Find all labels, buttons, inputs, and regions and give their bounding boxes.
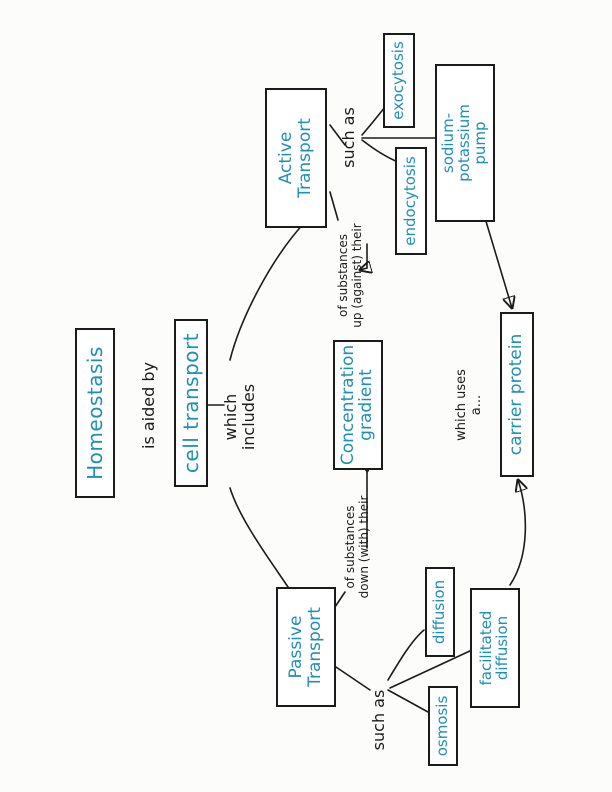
node-facilitated-diffusion-label: facilitated diffusion: [477, 610, 511, 686]
node-osmosis: osmosis: [428, 686, 458, 766]
node-concentration-gradient-label: Concentration gradient: [338, 344, 376, 466]
link-down-with: of substances down (with) their: [343, 488, 376, 606]
link-down-with-text: of substances down (with) their: [343, 495, 371, 599]
line-pump-to-carrier: [484, 217, 512, 308]
line-suchas-to-facilitated: [389, 649, 473, 689]
line-suchas-to-osmosis: [387, 689, 429, 713]
node-osmosis-label: osmosis: [433, 695, 452, 757]
node-cell-transport: cell transport: [174, 319, 208, 487]
link-which-includes-text: which includes: [221, 383, 259, 451]
link-up-against: of substances up (against) their: [336, 218, 369, 333]
line-facilitated-to-carrier: [509, 480, 525, 586]
line-active-to-gradient-label: [329, 191, 339, 221]
link-such-as-active-text: such as: [339, 107, 358, 168]
node-carrier-protein-label: carrier protein: [506, 333, 527, 456]
link-is-aided-by: is aided by: [139, 353, 164, 458]
node-concentration-gradient: Concentration gradient: [333, 340, 383, 470]
node-diffusion-label: diffusion: [430, 579, 449, 645]
node-homeostasis-label: Homeostasis: [82, 346, 107, 480]
link-is-aided-by-text: is aided by: [139, 362, 158, 449]
line-passive-to-suchas: [332, 664, 371, 691]
line-suchas-to-endo: [361, 139, 399, 163]
link-which-includes: which includes: [221, 362, 266, 472]
line-active-to-suchas: [329, 124, 346, 146]
node-exocytosis-label: exocytosis: [389, 41, 408, 120]
link-up-against-text: of substances up (against) their: [336, 223, 364, 328]
link-which-uses: which uses a...: [454, 360, 489, 450]
node-sodium-potassium-pump: sodium- potassium pump: [435, 64, 495, 222]
link-such-as-passive-text: such as: [369, 689, 388, 751]
line-includes-to-passive: [229, 487, 291, 591]
node-endocytosis: endocytosis: [395, 147, 427, 255]
node-active-transport: Active Transport: [265, 88, 327, 228]
link-such-as-active: such as: [339, 105, 364, 170]
node-diffusion: diffusion: [425, 567, 455, 657]
node-active-transport-label: Active Transport: [276, 118, 315, 198]
node-carrier-protein: carrier protein: [500, 312, 534, 477]
line-suchas-to-diffusion: [387, 629, 425, 681]
node-cell-transport-label: cell transport: [178, 332, 203, 474]
link-such-as-passive: such as: [369, 685, 394, 755]
line-includes-to-active: [229, 221, 306, 361]
node-endocytosis-label: endocytosis: [401, 156, 420, 246]
line-up-to-gradient: [360, 243, 367, 270]
link-which-uses-text: which uses a...: [454, 369, 484, 441]
node-exocytosis: exocytosis: [383, 33, 415, 128]
node-facilitated-diffusion: facilitated diffusion: [470, 588, 520, 708]
node-passive-transport: Passive Transport: [276, 587, 336, 707]
node-sodium-potassium-pump-label: sodium- potassium pump: [439, 104, 489, 182]
node-passive-transport-label: Passive Transport: [286, 607, 325, 687]
node-homeostasis: Homeostasis: [75, 328, 115, 498]
